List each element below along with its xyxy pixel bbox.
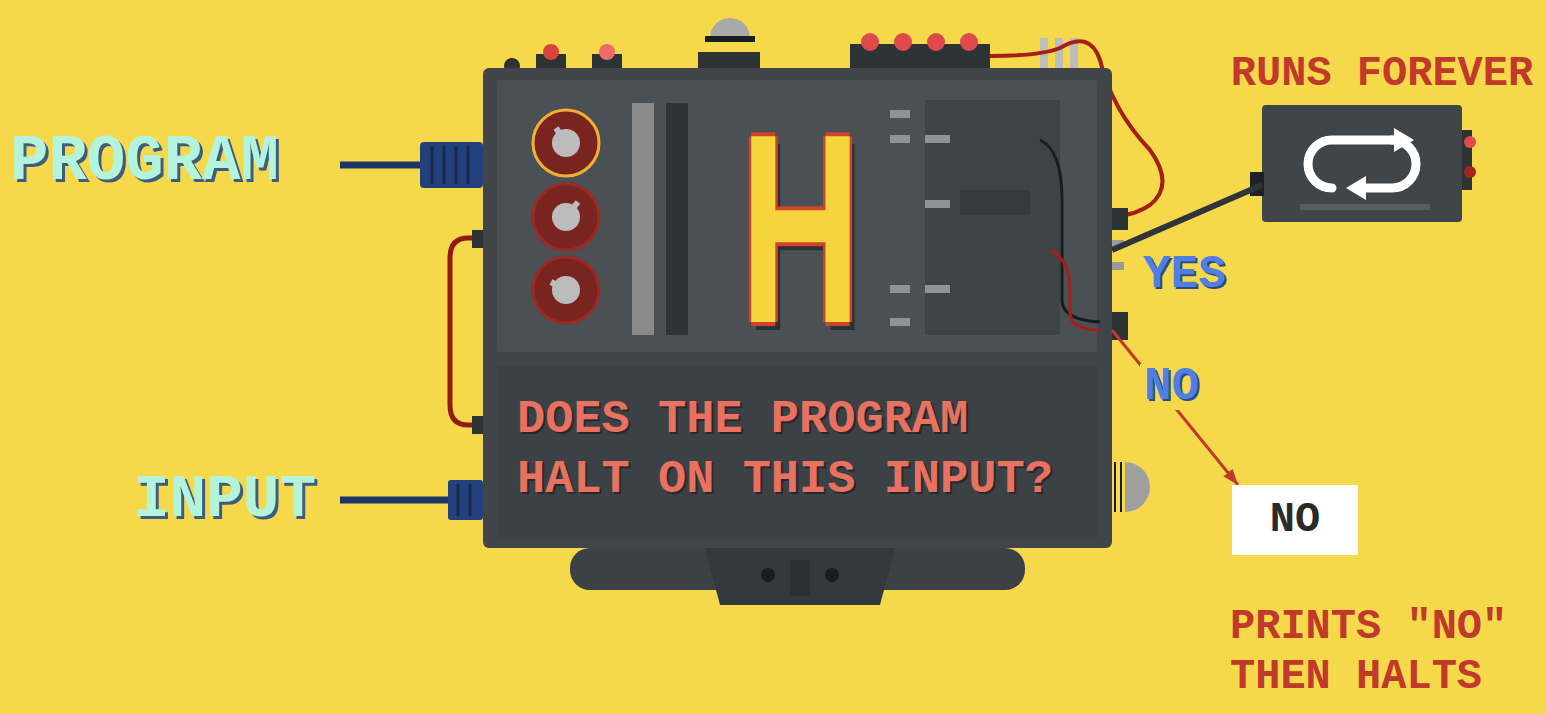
foot-hole [825, 568, 839, 582]
segment-dash [890, 285, 910, 293]
slider [632, 103, 654, 335]
outcome-heading: RUNS FOREVER [1226, 51, 1538, 97]
knob [533, 184, 599, 250]
outcome-note: PRINTS "NO" THEN HALTS [1230, 602, 1530, 702]
led [960, 33, 978, 51]
input-port-label: PROGRAM [10, 126, 279, 198]
knob-cap [552, 129, 580, 157]
foot-hole [761, 568, 775, 582]
knob-cap [552, 276, 580, 304]
input-port-label: INPUT [133, 464, 316, 536]
red-wire [450, 238, 483, 425]
loop-icon [1308, 140, 1396, 188]
pin [1055, 38, 1063, 68]
segment-dash [890, 135, 910, 143]
loop-box-body [1262, 105, 1462, 222]
inner-wire [1050, 250, 1100, 330]
loop-icon-head [1346, 176, 1366, 200]
screen-panel [497, 366, 1097, 540]
loop-box-bar [1300, 204, 1430, 210]
output-flag: NO [1232, 485, 1358, 555]
dome-base [698, 52, 760, 70]
segment-dash [925, 135, 950, 143]
knob-pointer [566, 202, 578, 217]
port [1112, 262, 1124, 270]
edge-label: YES [1143, 252, 1226, 298]
input-cable [340, 497, 450, 504]
screen-question: DOES THE PROGRAM HALT ON THIS INPUT? [517, 390, 1087, 510]
input-plug [448, 480, 483, 520]
wire-port [472, 230, 484, 248]
loop-icon [1364, 140, 1416, 188]
edge-label: NO [1140, 364, 1203, 410]
segment-dash [925, 285, 950, 293]
knob-pointer [556, 128, 566, 143]
plug-ridges [432, 146, 468, 184]
segment-dash [890, 318, 910, 326]
led [861, 33, 879, 51]
knob [533, 110, 599, 176]
knob [533, 257, 599, 323]
port [1112, 208, 1128, 230]
side-knob-lines [1115, 462, 1121, 512]
segment-display [925, 100, 1060, 335]
wire-port [472, 416, 484, 434]
halting-machine: H DOES THE PROGRAM HALT ON THIS INPUT? [483, 68, 1112, 548]
led [927, 33, 945, 51]
knob-cap [552, 203, 580, 231]
flag-text: NO [1232, 485, 1358, 555]
led [599, 44, 615, 60]
connector [1112, 185, 1262, 250]
program-cable [340, 162, 425, 169]
led [894, 33, 912, 51]
led [1464, 166, 1476, 178]
connector [1112, 330, 1238, 485]
loop-box: RUNS FOREVER [1262, 105, 1462, 222]
machine-foot [705, 548, 895, 605]
segment-dash [925, 200, 950, 208]
port [1112, 312, 1128, 340]
led [1464, 136, 1476, 148]
segment-dash [890, 110, 910, 118]
foot-slot [790, 560, 810, 596]
machine-letter: H [740, 94, 861, 364]
program-plug [420, 142, 483, 188]
question-screen: DOES THE PROGRAM HALT ON THIS INPUT? [497, 366, 1097, 540]
machine-housing [483, 68, 1112, 548]
slider [666, 103, 688, 335]
knob-pointer [551, 282, 566, 290]
plug-ridges [458, 484, 470, 516]
led [543, 44, 559, 60]
dome-bar [705, 36, 755, 42]
side-knob [1125, 462, 1150, 512]
dome [710, 18, 750, 38]
segment [960, 190, 1030, 215]
